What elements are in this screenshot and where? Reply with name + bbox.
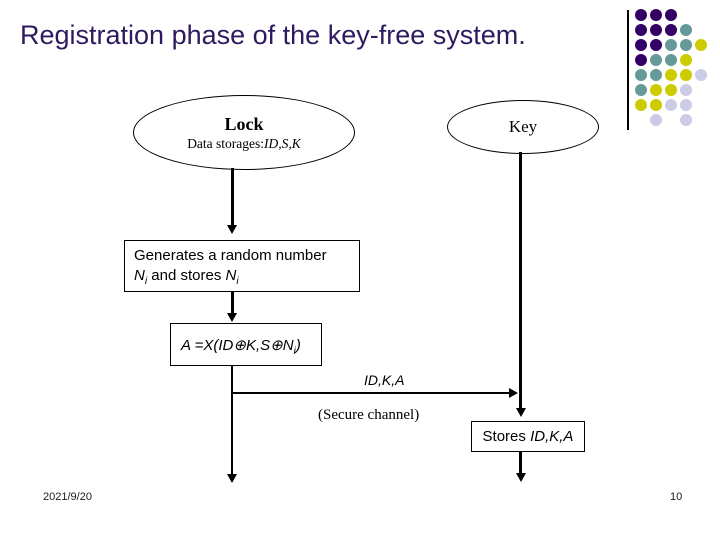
slide-title: Registration phase of the key-free syste… [20, 20, 526, 50]
key-label: Key [508, 117, 538, 136]
decor-dot [680, 114, 692, 126]
decor-dot [680, 84, 692, 96]
decor-dot [680, 24, 692, 36]
page-number: 10 [670, 491, 683, 503]
decor-dot [695, 69, 707, 81]
decor-dot [635, 39, 647, 51]
decor-dot [650, 54, 662, 66]
arrowhead-down-icon [227, 225, 237, 234]
arrow-line [231, 168, 234, 226]
decor-dot [680, 39, 692, 51]
key-ellipse: Key [447, 100, 599, 154]
arrow-line [232, 392, 510, 394]
decor-dot [650, 84, 662, 96]
generate-box-line1: Generates a random number [134, 247, 327, 264]
secure-channel-label: (Secure channel) [318, 407, 420, 423]
decor-dot [650, 99, 662, 111]
decor-dot [665, 99, 677, 111]
decor-dot [650, 9, 662, 21]
decor-dot [635, 54, 647, 66]
arrowhead-down-icon [227, 313, 237, 322]
arrow-line [519, 452, 522, 474]
message-label: ID,K,A [364, 372, 405, 388]
formula-text: A =X(ID⊕K,S⊕Ni) [181, 336, 301, 357]
decor-dot [650, 69, 662, 81]
arrowhead-down-icon [516, 408, 526, 417]
arrow-line [519, 152, 522, 409]
arrow-line [231, 366, 233, 475]
decor-dot [665, 39, 677, 51]
formula-box: A =X(ID⊕K,S⊕Ni) [170, 323, 322, 366]
decor-dot [665, 84, 677, 96]
generate-box-line2: Ni and stores Ni [134, 267, 239, 287]
arrowhead-right-icon [509, 388, 518, 398]
decor-dot [635, 84, 647, 96]
vertical-rule-decoration [627, 10, 629, 130]
decor-dot [665, 69, 677, 81]
decor-dot [650, 24, 662, 36]
decor-dot [680, 69, 692, 81]
decor-dot [635, 69, 647, 81]
decor-dot [650, 114, 662, 126]
stores-box: Stores ID,K,A [471, 421, 585, 452]
decor-dot [665, 9, 677, 21]
arrowhead-down-icon [516, 473, 526, 482]
decor-dot [665, 24, 677, 36]
lock-ellipse: Lock Data storages:ID,S,K [133, 95, 355, 170]
footer-date: 2021/9/20 [43, 491, 92, 503]
decor-dot [635, 99, 647, 111]
arrow-line [231, 292, 234, 314]
dot-grid-decoration [635, 9, 715, 134]
generate-random-number-box: Generates a random number Ni and stores … [124, 240, 360, 292]
decor-dot [665, 54, 677, 66]
decor-dot [650, 39, 662, 51]
arrowhead-down-icon [227, 474, 237, 483]
decor-dot [680, 54, 692, 66]
decor-dot [680, 99, 692, 111]
lock-storage-label: Data storages:ID,S,K [187, 135, 301, 151]
stores-box-text: Stores ID,K,A [482, 428, 574, 445]
decor-dot [695, 39, 707, 51]
decor-dot [635, 9, 647, 21]
lock-label: Lock [224, 113, 264, 134]
decor-dot [635, 24, 647, 36]
